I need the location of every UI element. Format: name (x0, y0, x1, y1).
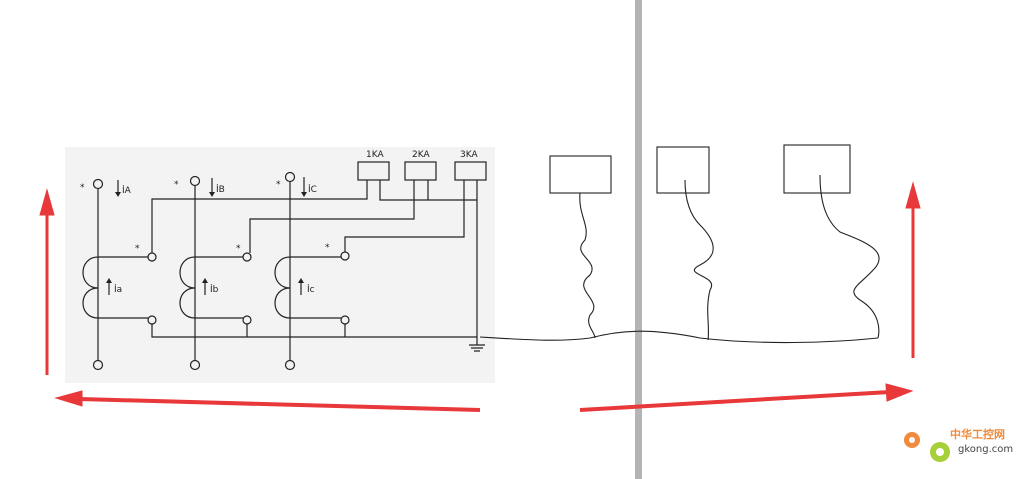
relay-3ka: 3KA (454, 150, 487, 181)
current-label-ia: İA (122, 185, 132, 196)
polarity-mark: * (174, 180, 179, 190)
phase-b-ct (179, 175, 252, 371)
polarity-mark: * (236, 244, 241, 254)
svg-text:中华工控网: 中华工控网 (950, 427, 1005, 441)
sketch-box-3 (783, 144, 851, 194)
phase-c-ct (274, 171, 350, 371)
relay-2ka: 2KA (404, 150, 437, 181)
svg-text:3KA: 3KA (460, 150, 478, 160)
svg-text:1KA: 1KA (366, 150, 384, 160)
sketch-box-1 (549, 155, 612, 194)
divider-bar (635, 0, 642, 479)
current-label-sa: İa (114, 284, 122, 295)
arrow-left (79, 397, 481, 412)
relay-1ka: 1KA (357, 150, 390, 181)
polarity-mark: * (80, 183, 85, 193)
current-label-ib: İB (216, 184, 225, 195)
arrow-right (579, 390, 891, 412)
schematic-panel (65, 147, 495, 383)
polarity-mark: * (325, 243, 330, 253)
hand-drawn-sketch (479, 144, 880, 344)
polarity-mark: * (276, 180, 281, 190)
polarity-mark: * (135, 244, 140, 254)
current-label-ic: İC (308, 184, 317, 195)
sketch-box-2 (656, 146, 710, 194)
ground-icon (469, 344, 485, 352)
watermark-logo: 中华工控网 gkong.com (904, 427, 1013, 462)
current-label-sb: İb (210, 284, 219, 295)
svg-text:gkong.com: gkong.com (958, 444, 1013, 455)
svg-text:2KA: 2KA (412, 150, 430, 160)
current-label-sc: İc (307, 284, 315, 295)
wiring (151, 180, 485, 352)
red-arrows (39, 181, 921, 412)
